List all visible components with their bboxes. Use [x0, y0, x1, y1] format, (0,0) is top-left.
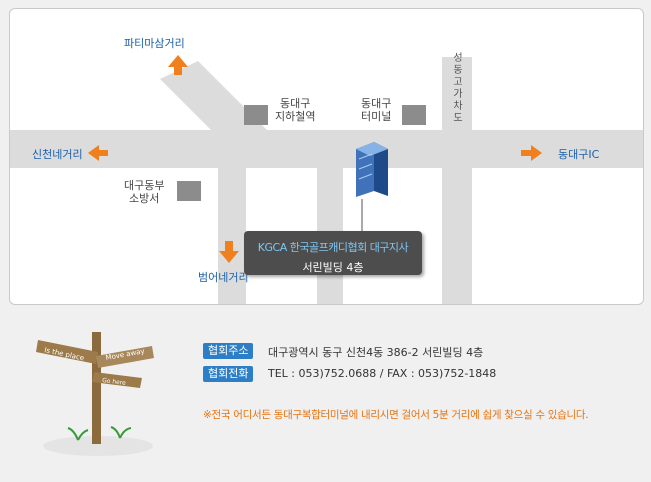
address-text: 대구광역시 동구 신천4동 386-2 서린빌딩 4층 — [268, 346, 484, 359]
info-section: Is the place Move away Go here 협회주소 대구광역… — [0, 318, 651, 482]
south-label: 범어네거리 — [198, 271, 249, 284]
building-icon — [356, 142, 388, 197]
signpost-icon: Is the place Move away Go here — [36, 332, 154, 456]
office-callout: KGCA 한국골프캐디협회 대구지사 서린빌딩 4층 — [244, 231, 422, 275]
fire-station-box — [177, 181, 201, 201]
east-label: 동대구IC — [558, 148, 600, 161]
road-network — [10, 55, 643, 304]
callout-title: KGCA 한국골프캐디협회 대구지사 — [257, 241, 409, 254]
north-label: 파티마삼거리 — [124, 37, 185, 50]
phone-badge: 협회전화 — [203, 366, 254, 382]
terminal-box — [402, 105, 426, 125]
west-label: 신천네거리 — [32, 148, 83, 161]
main-road — [10, 130, 643, 168]
subway-box — [244, 105, 268, 125]
arrow-south-icon — [219, 241, 239, 263]
arrow-east-icon — [521, 145, 542, 161]
overpass-road — [442, 57, 472, 304]
callout-subtitle: 서린빌딩 4층 — [302, 261, 364, 274]
road-south-left — [218, 168, 246, 304]
address-badge: 협회주소 — [203, 343, 254, 359]
directions-notice: ※전국 어디서든 동대구복합터미널에 내리시면 걸어서 5분 거리에 쉽게 찾으… — [203, 409, 589, 421]
svg-text:Go here: Go here — [102, 377, 127, 387]
arrow-north-icon — [168, 55, 188, 75]
diagonal-road — [160, 61, 268, 149]
arrow-west-icon — [88, 145, 108, 161]
phone-text: TEL : 053)752.0688 / FAX : 053)752-1848 — [268, 367, 497, 380]
